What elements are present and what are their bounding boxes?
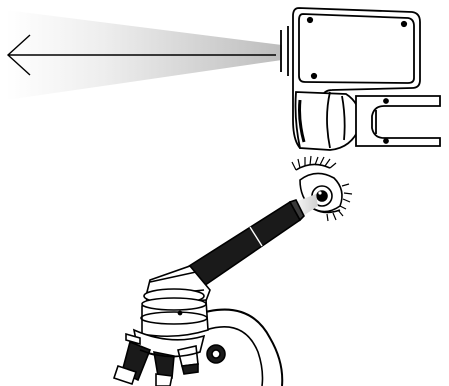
projector-icon (281, 8, 440, 150)
eyepiece-icon (186, 200, 304, 290)
microscope-icon (114, 266, 282, 386)
